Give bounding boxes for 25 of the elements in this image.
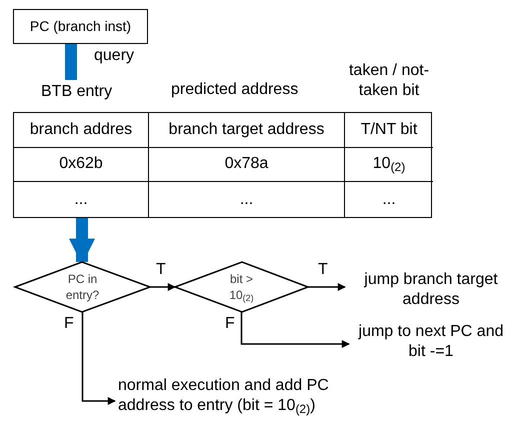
flow-arrow [240, 312, 350, 348]
column-note: taken / not-taken bit [348, 61, 430, 101]
flow-arrow [150, 283, 176, 291]
table-cell-text: ... [74, 190, 88, 210]
process-box: PC (branch inst) [13, 9, 148, 44]
flow-arrow [82, 312, 116, 405]
diamond-text: PC in entry? [64, 271, 100, 303]
table-cell-text: branch addres [30, 120, 132, 140]
flow-arrow [308, 283, 346, 291]
table-cell-text: 0x62b [59, 154, 103, 174]
table-cell-text: branch target address [168, 120, 324, 140]
decision-diamond [172, 261, 310, 313]
diamond-text: bit > 10$_{(2)}$ [228, 271, 255, 303]
decision-diamond [12, 261, 152, 313]
thick-arrow [69, 218, 95, 265]
outcome-text: jump branch target address [345, 270, 517, 310]
outcome-text: normal execution and add PC address to entry (bit = 10$_{(2)}$) [118, 376, 380, 416]
outcome-text: jump to next PC and bit -=1 [352, 322, 510, 362]
table-cell-text: 0x78a [224, 154, 268, 174]
column-note: predicted address [171, 80, 298, 100]
table-cell-text: T/NT bit [360, 120, 418, 140]
table-cell-text: ... [240, 190, 254, 210]
table-heading: BTB entry [41, 82, 112, 102]
table-cell-text: ... [382, 190, 396, 210]
table-cell-text: 10$_{(2)}$ [372, 154, 406, 176]
